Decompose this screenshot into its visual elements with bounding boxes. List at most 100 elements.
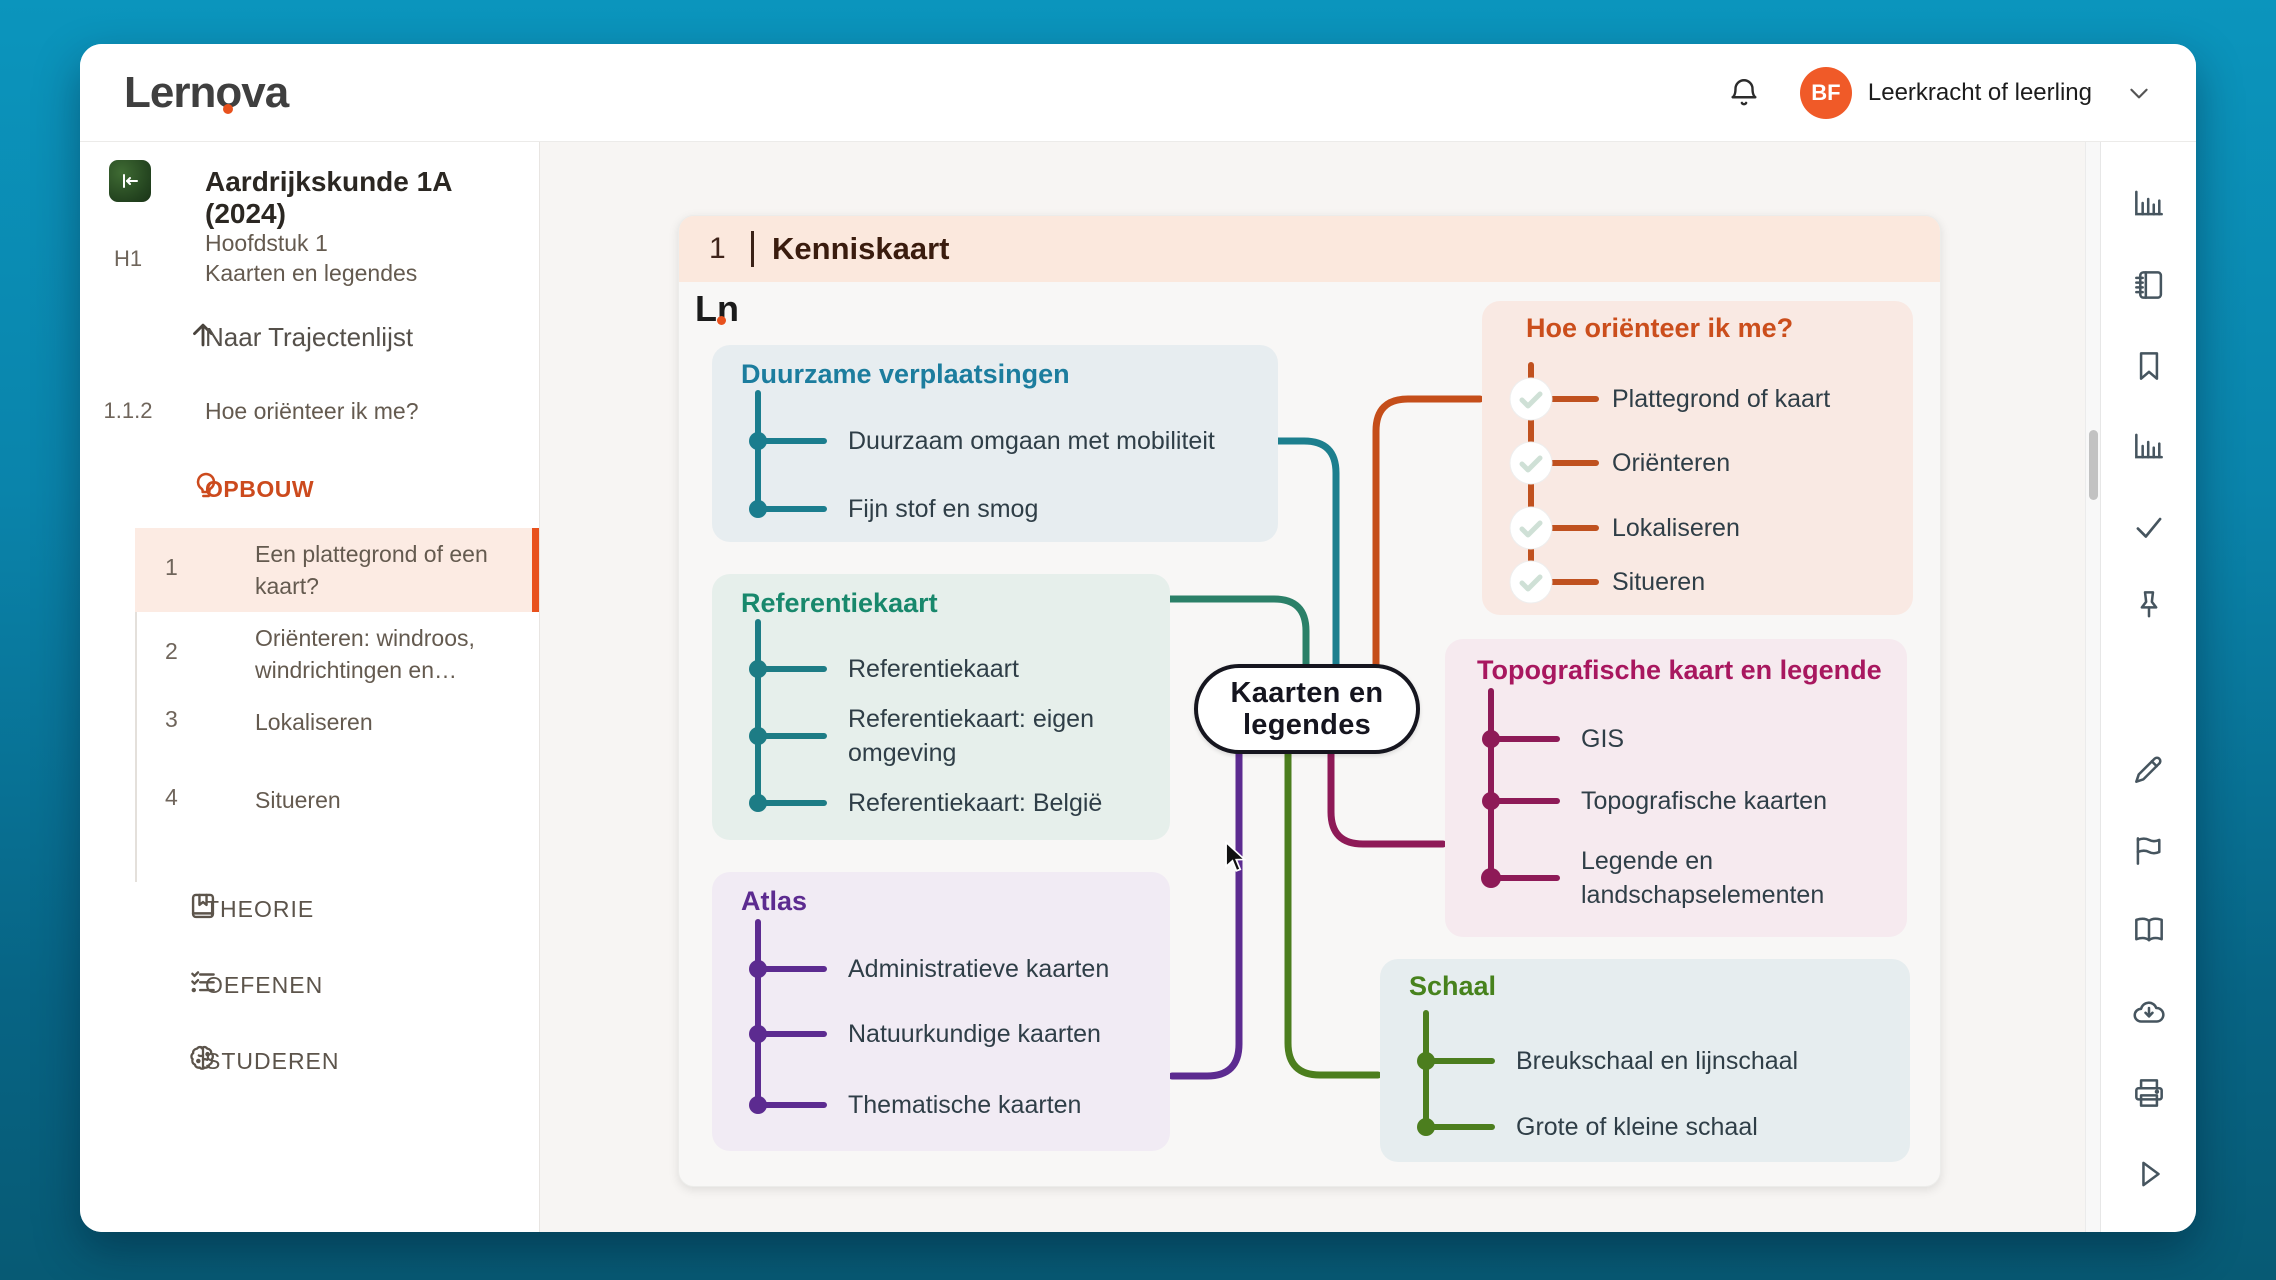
lernova-logo[interactable]: Lernova bbox=[124, 67, 289, 118]
opbouw-item-3[interactable]: 3 Lokaliseren bbox=[135, 698, 539, 750]
opbouw-item-label: Een plattegrond of een kaart? bbox=[255, 541, 488, 599]
lesson-label: Hoe oriënteer ik me? bbox=[205, 398, 419, 424]
brain-icon bbox=[186, 1042, 222, 1078]
user-role-label: Leerkracht of leerling bbox=[1867, 78, 2092, 106]
pencil-button[interactable] bbox=[2125, 745, 2173, 793]
open-book-button[interactable] bbox=[2125, 906, 2173, 954]
opbouw-item-label: Lokaliseren bbox=[255, 709, 373, 735]
center-node-line1: Kaarten en bbox=[1230, 677, 1384, 709]
bar-chart-button[interactable] bbox=[2125, 179, 2173, 227]
print-button[interactable] bbox=[2125, 1069, 2173, 1117]
branch-connectors bbox=[1166, 395, 1484, 1080]
branch-item: Oriënteren bbox=[1612, 449, 1731, 477]
checklist-icon bbox=[186, 966, 222, 1002]
play-icon bbox=[2141, 1161, 2160, 1187]
bookmark-icon bbox=[2139, 352, 2158, 380]
avatar: BF bbox=[1799, 66, 1852, 119]
branch-item: Situeren bbox=[1612, 568, 1706, 596]
bar-chart-2-button[interactable] bbox=[2125, 422, 2173, 470]
mindmap: Ln bbox=[679, 282, 1940, 1186]
user-menu[interactable]: BF Leerkracht of leerling bbox=[1799, 66, 2152, 119]
check-button[interactable] bbox=[2125, 503, 2173, 551]
branch-schaal: Schaal Breukschaal en lijnschaal Grote o… bbox=[1380, 959, 1910, 1162]
cloud-download-button[interactable] bbox=[2125, 988, 2173, 1036]
bar-chart-2-icon bbox=[2134, 433, 2163, 459]
cloud-download-icon bbox=[2132, 1001, 2165, 1023]
oefenen-label: OEFENEN bbox=[205, 972, 324, 998]
ln-logo: Ln bbox=[695, 288, 739, 329]
opbouw-item-4[interactable]: 4 Situeren bbox=[135, 776, 539, 828]
branch-atlas: Atlas Administratieve kaarten Natuurkund… bbox=[712, 872, 1170, 1151]
open-book-icon bbox=[2134, 917, 2163, 942]
branch-title: Hoe oriënteer ik me? bbox=[1526, 313, 1794, 343]
scrollbar-thumb[interactable] bbox=[2089, 430, 2098, 500]
chapter-label: Hoofdstuk 1 Kaarten en legendes bbox=[205, 230, 418, 286]
check-circles bbox=[1509, 377, 1553, 604]
branch-item: Natuurkundige kaarten bbox=[848, 1020, 1101, 1048]
book-icon bbox=[186, 890, 222, 926]
opbouw-rail bbox=[135, 528, 137, 882]
kenniskaart-card: 1 Kenniskaart Ln bbox=[678, 215, 1941, 1187]
collapse-left-icon bbox=[123, 174, 138, 188]
branch-item: Fijn stof en smog bbox=[848, 495, 1039, 523]
lesson-badge: 1.1.2 bbox=[103, 398, 153, 423]
bar-chart-icon bbox=[2134, 190, 2163, 216]
play-button[interactable] bbox=[2125, 1150, 2173, 1198]
branch-tree bbox=[749, 619, 827, 812]
branch-item: Topografische kaarten bbox=[1581, 787, 1827, 815]
flag-icon bbox=[2136, 837, 2161, 865]
content-area: 1 Kenniskaart Ln bbox=[540, 142, 2100, 1232]
trajectlist-label: Naar Trajectenlijst bbox=[205, 322, 414, 352]
branch-item: GIS bbox=[1581, 725, 1625, 753]
opbouw-item-label: Situeren bbox=[255, 787, 341, 813]
card-title: Kenniskaart bbox=[772, 231, 950, 266]
opbouw-item-label: Oriënteren: windroos, windrichtingen en… bbox=[255, 625, 475, 683]
pin-button[interactable] bbox=[2125, 581, 2173, 629]
logo-dot bbox=[223, 103, 233, 114]
notifications-button[interactable] bbox=[1722, 71, 1766, 115]
branch-title: Duurzame verplaatsingen bbox=[741, 359, 1070, 389]
opbouw-item-number: 1 bbox=[165, 554, 178, 580]
printer-icon bbox=[2134, 1079, 2163, 1107]
check-icon bbox=[2136, 517, 2161, 538]
right-toolbar bbox=[2100, 142, 2196, 1232]
flag-button[interactable] bbox=[2125, 827, 2173, 875]
opbouw-item-number: 2 bbox=[165, 638, 178, 664]
sidebar: Aardrijkskunde 1A (2024) H1 Hoofdstuk 1 … bbox=[80, 142, 540, 1232]
app-window: Lernova BF Leerkracht of leerling bbox=[80, 44, 2196, 1232]
course-header[interactable]: Aardrijkskunde 1A (2024) bbox=[80, 160, 539, 229]
opbouw-item-number: 3 bbox=[165, 706, 178, 732]
branch-title: Referentiekaart bbox=[741, 588, 938, 618]
branch-item: Thematische kaarten bbox=[848, 1091, 1082, 1119]
mindmap-center-node[interactable]: Kaarten en legendes bbox=[1194, 664, 1420, 754]
mouse-cursor bbox=[1225, 841, 1247, 872]
branch-item: Breukschaal en lijnschaal bbox=[1516, 1047, 1799, 1075]
logo-text: Lernova bbox=[124, 67, 289, 117]
notebook-button[interactable] bbox=[2125, 261, 2173, 309]
branch-title: Atlas bbox=[741, 886, 808, 916]
branch-item: Plattegrond of kaart bbox=[1612, 385, 1831, 413]
notebook-icon bbox=[2134, 271, 2162, 299]
pin-icon bbox=[2140, 591, 2157, 618]
card-number: 1 bbox=[709, 232, 726, 265]
course-thumbnail[interactable] bbox=[109, 160, 151, 202]
opbouw-item-1[interactable]: 1 Een plattegrond of een kaart? bbox=[135, 528, 539, 612]
card-divider bbox=[751, 231, 754, 267]
branch-item: Grote of kleine schaal bbox=[1516, 1113, 1758, 1141]
branch-title: Schaal bbox=[1409, 971, 1497, 1001]
branch-referentiekaart: Referentiekaart Referentiekaart Referent… bbox=[712, 574, 1170, 840]
bookmark-button[interactable] bbox=[2125, 342, 2173, 390]
opbouw-item-number: 4 bbox=[165, 784, 178, 810]
arrow-up-icon bbox=[186, 318, 222, 354]
branch-item: Referentiekaart bbox=[848, 655, 1019, 683]
ln-logo-dot bbox=[717, 316, 726, 325]
opbouw-item-2[interactable]: 2 Oriënteren: windroos, windrichtingen e… bbox=[135, 612, 539, 696]
branch-item: Lokaliseren bbox=[1612, 514, 1740, 542]
chapter-badge: H1 bbox=[113, 246, 143, 271]
opbouw-heading: OPBOUW bbox=[205, 476, 315, 502]
bell-icon bbox=[1731, 78, 1757, 105]
content-scrollbar[interactable] bbox=[2085, 142, 2100, 1232]
branch-tree bbox=[749, 390, 827, 518]
card-header: 1 Kenniskaart bbox=[679, 216, 1940, 282]
